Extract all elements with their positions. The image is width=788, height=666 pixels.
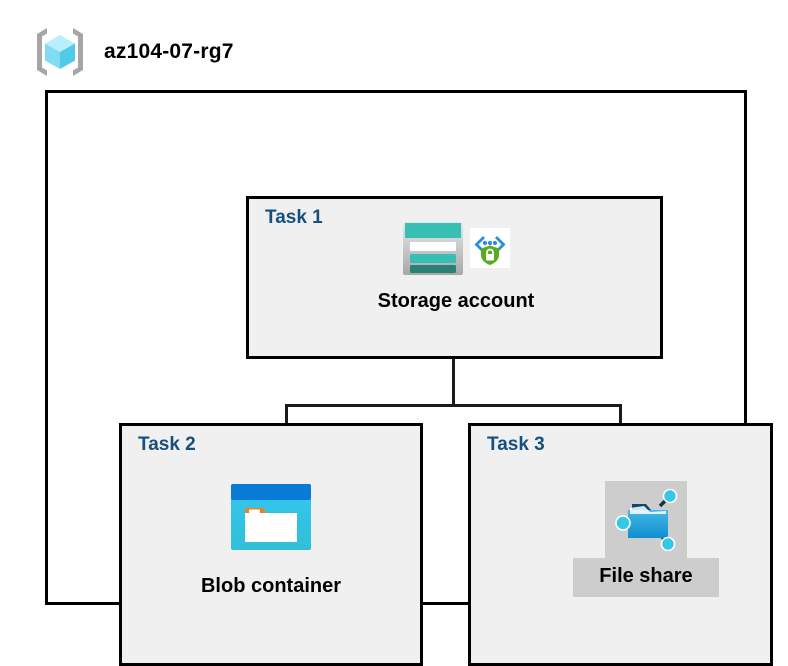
storage-account-icon-row bbox=[402, 211, 510, 285]
blob-container-icon bbox=[229, 482, 313, 554]
resource-group-icon bbox=[30, 25, 90, 79]
service-endpoint-shield-icon bbox=[470, 228, 510, 268]
file-share-node: File share bbox=[521, 481, 771, 597]
file-share-label-highlight: File share bbox=[573, 558, 719, 597]
blob-container-node: Blob container bbox=[166, 482, 376, 598]
resource-group-header: az104-07-rg7 bbox=[30, 24, 234, 80]
blob-container-caption: Blob container bbox=[200, 575, 341, 597]
resource-group-boundary: Task 1 bbox=[45, 90, 773, 666]
storage-account-node: Storage account bbox=[336, 211, 576, 313]
storage-account-caption: Storage account bbox=[377, 290, 535, 312]
task-3-label: Task 3 bbox=[487, 434, 545, 455]
diagram-canvas: az104-07-rg7 Task 1 bbox=[30, 24, 773, 666]
storage-account-icon bbox=[402, 221, 464, 276]
task-2-label: Task 2 bbox=[138, 434, 196, 455]
task-1-label: Task 1 bbox=[265, 207, 323, 228]
connector-trunk bbox=[452, 359, 455, 406]
file-share-icon bbox=[610, 486, 682, 554]
connector-bus bbox=[285, 404, 622, 407]
file-share-caption: File share bbox=[599, 565, 693, 587]
file-share-icon-highlight bbox=[605, 481, 687, 559]
page-title: az104-07-rg7 bbox=[104, 40, 234, 63]
